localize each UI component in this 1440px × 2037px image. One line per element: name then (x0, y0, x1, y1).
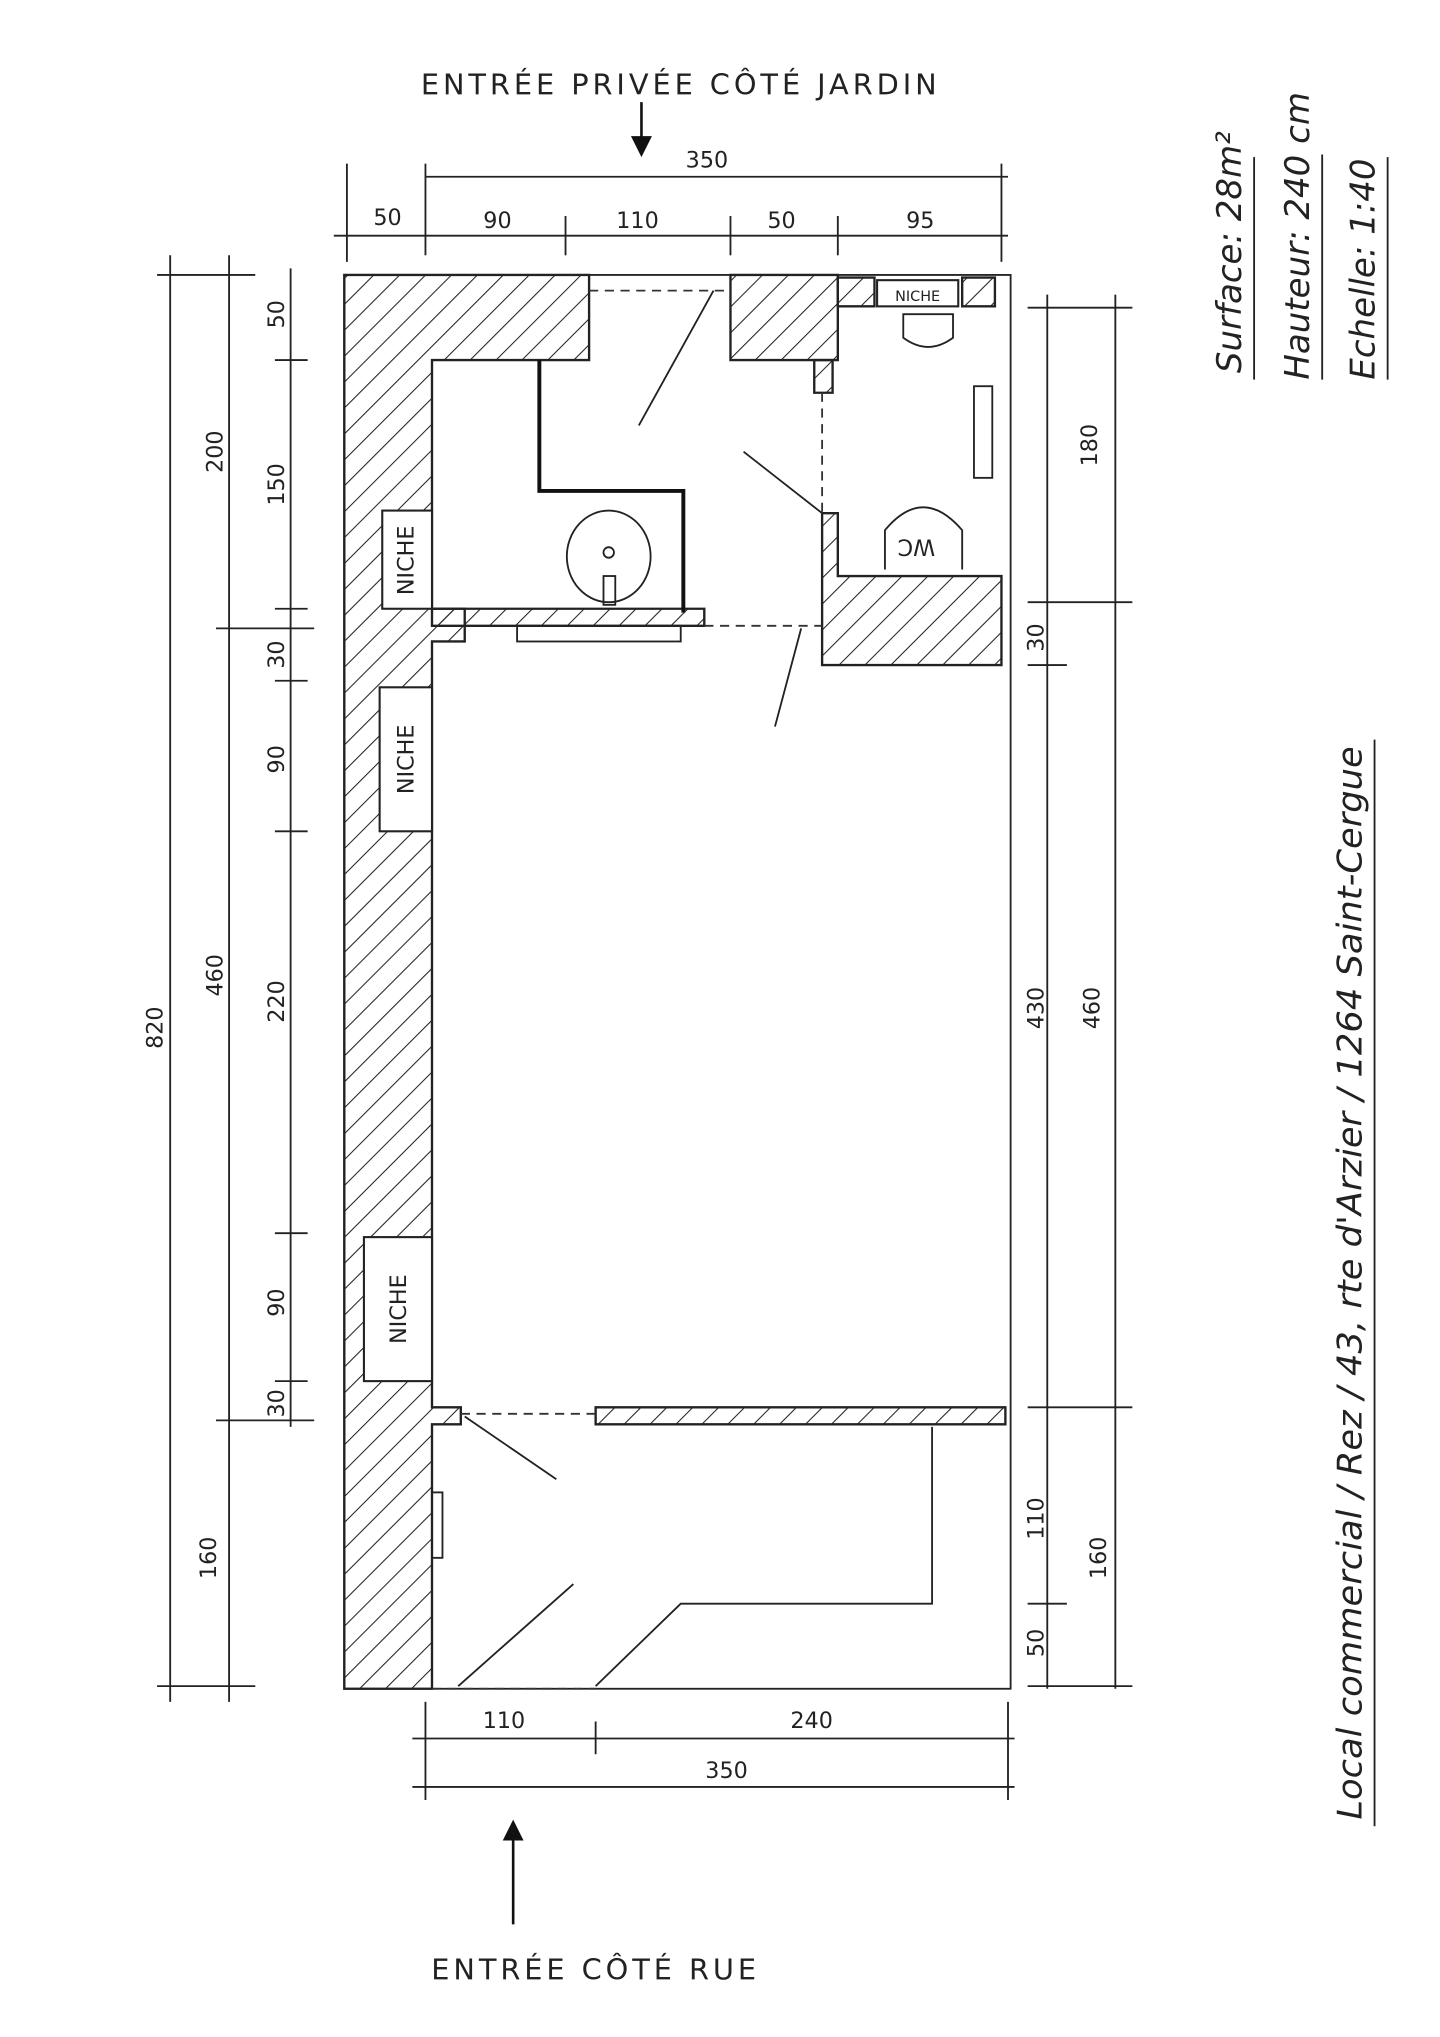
svg-text:50: 50 (767, 208, 795, 234)
entrance-garden-label: ENTRÉE PRIVÉE CÔTÉ JARDIN (421, 67, 941, 101)
svg-text:110: 110 (1023, 1497, 1049, 1539)
svg-text:30: 30 (264, 640, 290, 668)
svg-text:180: 180 (1077, 424, 1103, 466)
svg-text:50: 50 (1023, 1629, 1049, 1657)
svg-text:Surface: 28m²: Surface: 28m² (1210, 131, 1250, 373)
svg-text:Local commercial / Rez / 43, r: Local commercial / Rez / 43, rte d'Arzie… (1330, 746, 1370, 1819)
svg-text:110: 110 (483, 1708, 525, 1734)
svg-text:50: 50 (264, 300, 290, 328)
entrance-street-label: ENTRÉE CÔTÉ RUE (431, 1952, 760, 1986)
svg-text:150: 150 (264, 463, 290, 505)
svg-text:Hauteur: 240 cm: Hauteur: 240 cm (1278, 92, 1318, 380)
outer-wall (343, 274, 1012, 1690)
dimension-lines (157, 163, 1133, 1801)
svg-text:90: 90 (483, 208, 511, 234)
svg-text:110: 110 (616, 208, 658, 234)
svg-text:90: 90 (264, 745, 290, 773)
svg-text:50: 50 (373, 205, 401, 231)
svg-text:90: 90 (264, 1288, 290, 1316)
svg-text:430: 430 (1023, 987, 1049, 1029)
svg-text:350: 350 (686, 148, 728, 174)
niche-3: NICHE (362, 1236, 434, 1383)
svg-text:460: 460 (203, 954, 229, 996)
dimension-labels: 350 50 90 110 50 95 820 200 460 160 50 1… (142, 148, 1112, 1784)
svg-text:NICHE: NICHE (895, 289, 940, 305)
svg-text:95: 95 (906, 208, 934, 234)
svg-text:820: 820 (142, 1006, 168, 1048)
wc-label: WC (898, 533, 936, 559)
svg-text:NICHE: NICHE (394, 725, 420, 795)
svg-text:160: 160 (1086, 1537, 1112, 1579)
svg-text:NICHE: NICHE (386, 1274, 412, 1344)
svg-text:30: 30 (1023, 623, 1049, 651)
svg-text:Echelle: 1:40: Echelle: 1:40 (1344, 158, 1384, 379)
svg-text:220: 220 (264, 980, 290, 1022)
niche-2: NICHE (378, 686, 434, 833)
svg-text:350: 350 (705, 1758, 747, 1784)
address-block: Local commercial / Rez / 43, rte d'Arzie… (1330, 739, 1376, 1827)
svg-text:240: 240 (790, 1708, 832, 1734)
niche-wc: NICHE (876, 279, 960, 308)
svg-text:NICHE: NICHE (394, 526, 420, 596)
info-block: Surface: 28m² Hauteur: 240 cm Echelle: 1… (1210, 92, 1389, 380)
svg-text:160: 160 (196, 1537, 222, 1579)
svg-text:200: 200 (203, 430, 229, 472)
svg-text:460: 460 (1080, 987, 1106, 1029)
niche-1: NICHE (381, 509, 434, 610)
svg-text:30: 30 (264, 1389, 290, 1417)
walls (343, 273, 1007, 1690)
